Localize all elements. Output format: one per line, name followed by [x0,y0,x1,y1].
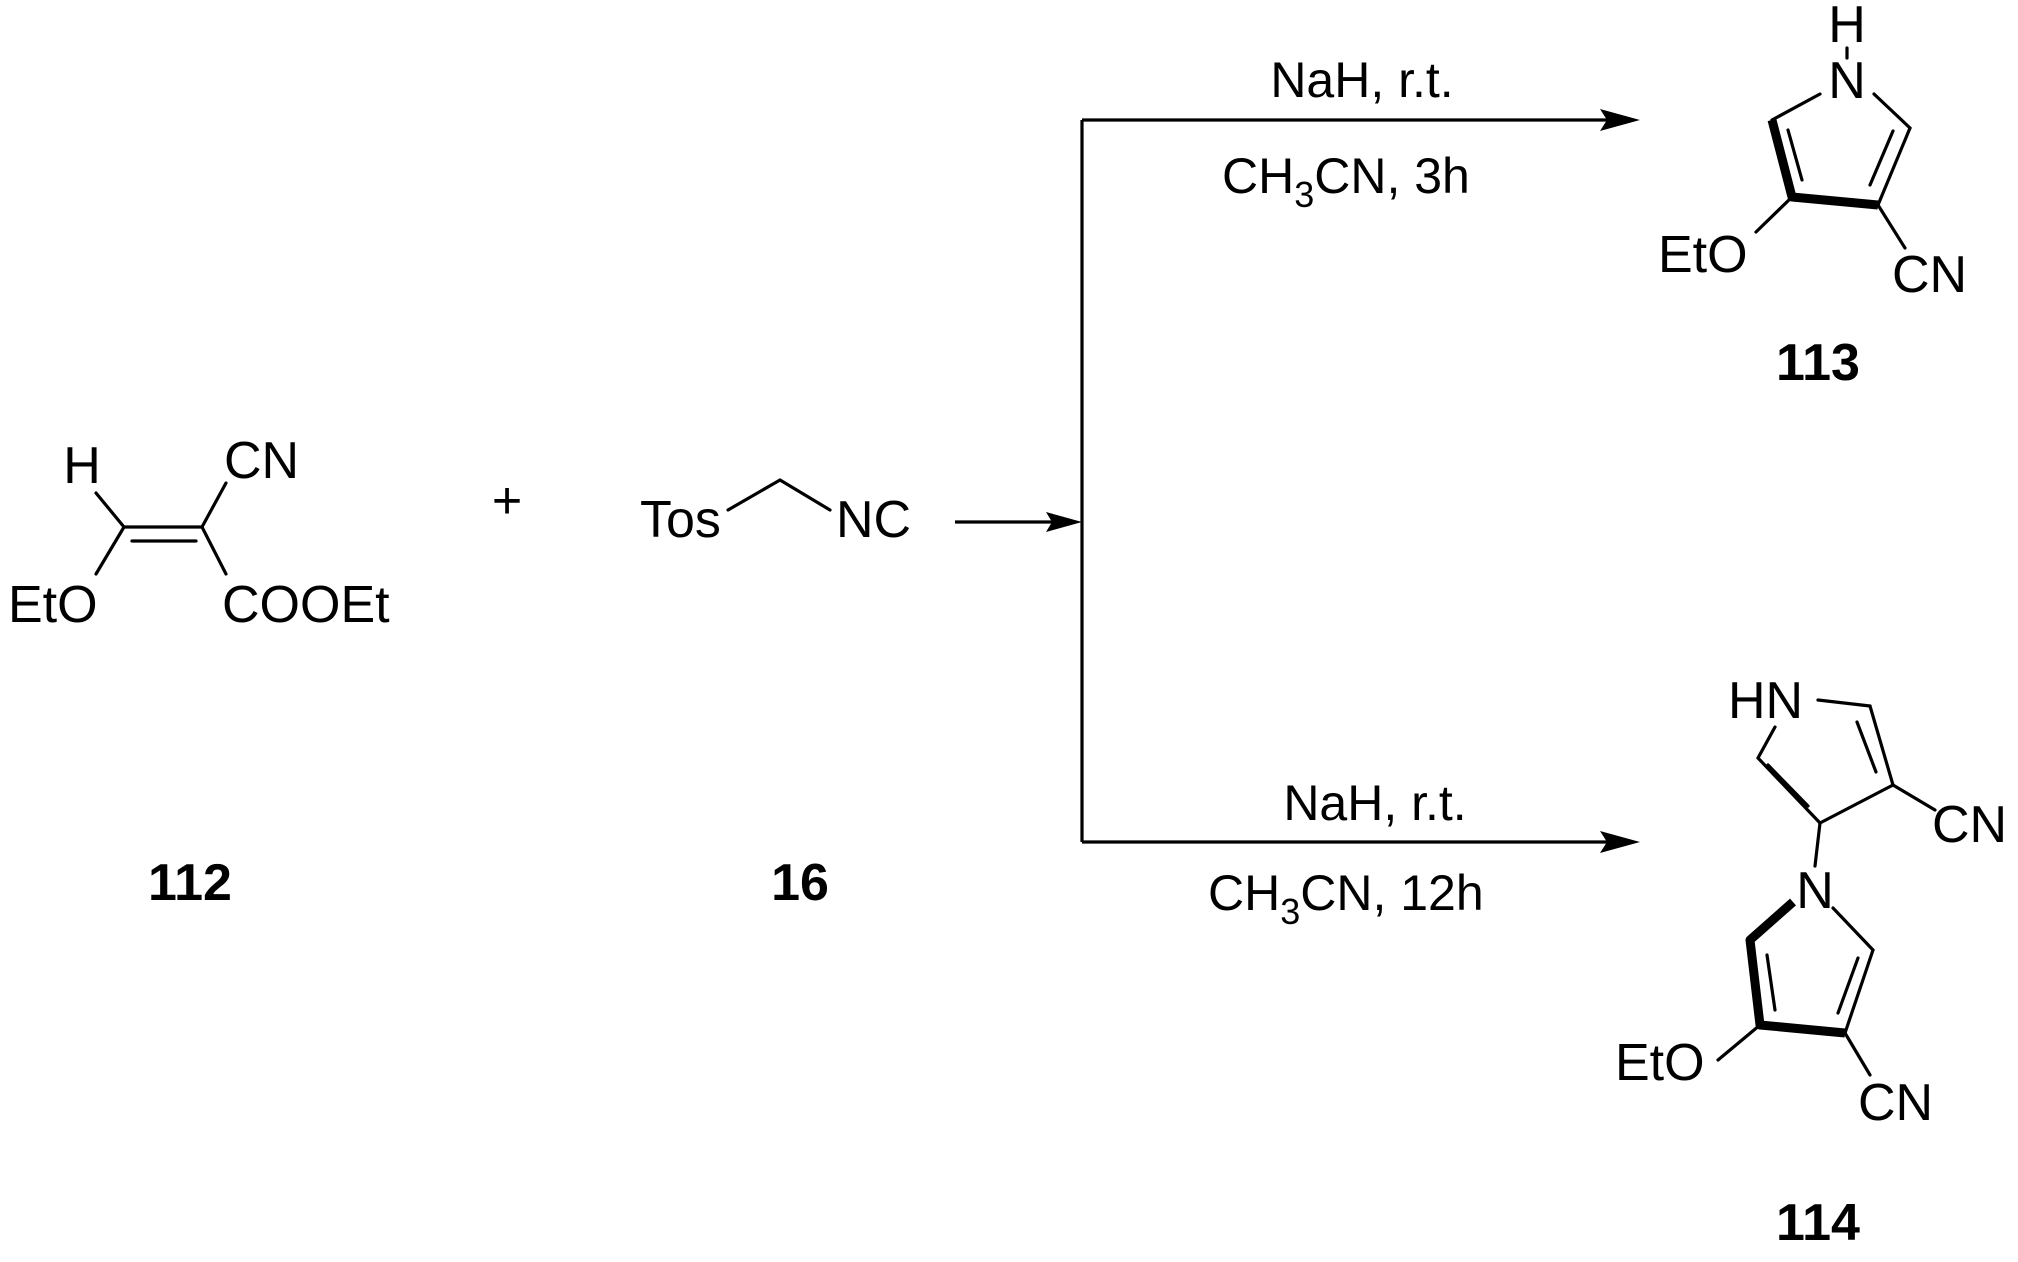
ring-bold-edge-114 [1745,898,1846,1038]
ring-inner-double-b-114 [1766,763,1810,808]
lower-solvent-subscript: 3 [1280,891,1300,932]
atom-n-114: N [1796,862,1834,920]
input-arrowhead [1046,512,1082,532]
upper-arrowhead [1600,109,1640,131]
upper-conditions: NaH, r.t. CH3CN, 3h [1222,52,1470,215]
compound-label-16: 16 [771,854,829,912]
atom-h: H [63,437,101,495]
group-eto-114: EtO [1615,1034,1705,1092]
group-cn-bottom-114: CN [1858,1074,1933,1132]
ring-bond-n-c5-top-114 [1816,698,1872,708]
bond-h-c [94,491,126,529]
group-hn-114: HN [1728,672,1803,730]
group-cn: CN [224,432,299,490]
compound-label-114: 114 [1776,1194,1860,1252]
lower-solvent: CH3CN, 12h [1208,865,1484,932]
ring-bond-n-c5-bottom-114 [1831,906,1875,952]
lower-conditions: NaH, r.t. CH3CN, 12h [1208,775,1484,932]
lower-reagent: NaH, r.t. [1283,775,1466,831]
ring-inner-double-a-114 [1855,720,1878,774]
bond-c-cn [200,481,228,529]
ring-inner-double-d-114 [1765,953,1777,1012]
bond-c-cooet [200,525,228,576]
bond-c-oet [94,525,126,576]
upper-solvent-subscript: 3 [1294,174,1314,215]
upper-solvent-prefix: CH [1222,148,1294,204]
plus-sign: + [492,472,522,530]
lower-solvent-prefix: CH [1208,865,1280,921]
upper-solvent: CH3CN, 3h [1222,148,1470,215]
ring-inner-double-2-113 [1786,128,1804,182]
group-eto: EtO [8,576,98,634]
ring-bond-c2-n-top-114 [1756,725,1777,760]
atom-h-113: H [1828,0,1866,54]
ring-bond-c3-c4-113 [1876,126,1912,207]
product-113: H N EtO CN 113 [1658,0,1967,392]
reactant-16: Tos NC 16 [640,478,911,912]
compound-label-112: 112 [148,854,232,912]
bond-c-cn-bottom-114 [1843,1031,1872,1077]
ring-bond-c3-c2-top-114 [1756,756,1822,825]
upper-reagent: NaH, r.t. [1270,52,1453,108]
group-tos: Tos [640,491,721,549]
product-114: HN CN N EtO CN 114 [1615,672,2007,1252]
ring-bond-c4-c5-bottom-114 [1843,948,1875,1035]
reactant-112: H CN EtO COOEt 112 [8,432,390,912]
bond-c-o-114 [1716,1023,1762,1062]
atom-n-113: N [1828,52,1866,110]
bond-c-o-113 [1754,195,1794,234]
ring-bond-c4-c3-top-114 [1818,783,1895,825]
ring-bond-c5-c4-top-114 [1868,704,1895,787]
bond-tos-ch2 [726,478,782,512]
group-cn-113: CN [1892,246,1967,304]
ring-bond-n-c2-113 [1770,92,1822,122]
ring-inner-double-113 [1868,129,1895,187]
group-cooet: COOEt [222,576,390,634]
lower-solvent-suffix: CN, 12h [1300,865,1483,921]
group-cn-top-114: CN [1932,796,2007,854]
lower-arrowhead [1600,831,1640,853]
group-nc: NC [836,491,911,549]
group-eto-113: EtO [1658,226,1748,284]
reaction-arrows [955,109,1640,853]
ring-inner-double-c-114 [1836,956,1860,1015]
bond-c-n-link-114 [1813,821,1822,868]
bond-c-cn-113 [1876,203,1907,250]
compound-label-113: 113 [1776,334,1860,392]
bond-cn-top-114 [1891,783,1937,812]
ring-bond-n-c5-113 [1872,92,1912,130]
bond-ch2-nc [778,478,832,512]
upper-solvent-suffix: CN, 3h [1314,148,1470,204]
